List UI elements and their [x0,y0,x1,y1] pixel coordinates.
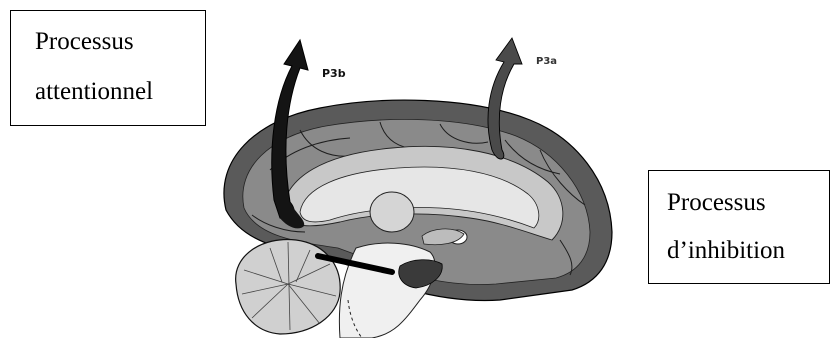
cerebellum [236,239,341,334]
thalamus [370,192,414,232]
p3a-label: P3a [536,56,557,67]
p3b-label: P3b [322,67,346,80]
